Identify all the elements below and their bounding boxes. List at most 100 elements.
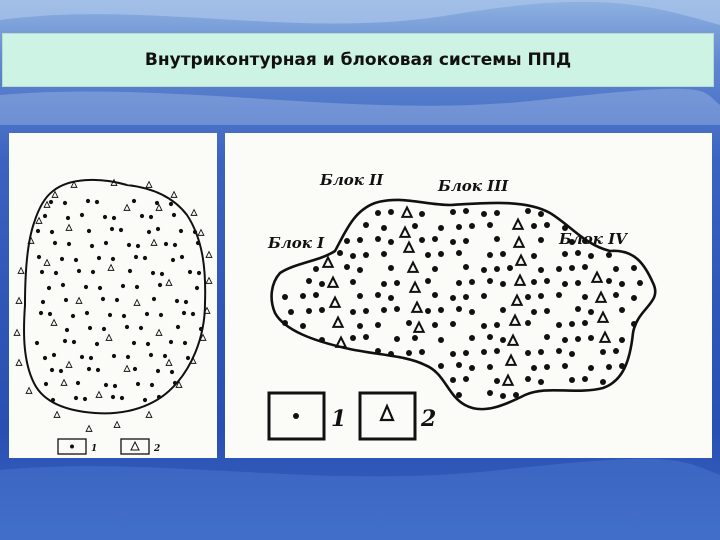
production-well-dot xyxy=(172,242,178,248)
production-well-dot xyxy=(438,225,444,231)
production-well-dot xyxy=(569,265,575,271)
production-well-dot xyxy=(456,250,462,256)
production-well-dot xyxy=(357,293,363,299)
production-well-dot xyxy=(150,270,156,276)
injection-well-triangle xyxy=(65,223,73,231)
production-well-dot xyxy=(525,294,531,300)
left-legend-1-label: 1 xyxy=(91,444,97,454)
production-well-dot xyxy=(42,355,48,361)
production-well-dot xyxy=(494,322,500,328)
injection-well-triangle xyxy=(331,315,345,328)
production-well-dot xyxy=(49,367,55,373)
production-well-dot xyxy=(494,378,500,384)
production-well-dot xyxy=(606,278,612,284)
production-well-dot xyxy=(132,366,138,372)
injection-well-triangle xyxy=(85,424,93,432)
production-well-dot xyxy=(90,269,96,275)
production-well-dot xyxy=(463,264,469,270)
production-well-dot xyxy=(381,281,387,287)
right-legend-2-label: 2 xyxy=(420,406,436,432)
injection-well-triangle xyxy=(145,180,153,188)
production-well-dot xyxy=(350,279,356,285)
injection-well-triangle xyxy=(506,333,520,346)
injection-well-triangle xyxy=(175,380,183,388)
production-well-dot xyxy=(500,251,506,257)
production-well-dot xyxy=(195,240,201,246)
production-well-dot xyxy=(450,351,456,357)
production-well-dot xyxy=(42,213,48,219)
production-well-dot xyxy=(375,322,381,328)
production-well-dot xyxy=(481,293,487,299)
production-well-dot xyxy=(159,271,165,277)
production-well-dot xyxy=(613,292,619,298)
injection-well-triangle xyxy=(155,203,163,211)
injection-well-triangle xyxy=(53,410,61,418)
production-well-dot xyxy=(86,228,92,234)
production-well-dot xyxy=(350,335,356,341)
production-well-dot xyxy=(357,267,363,273)
production-well-dot xyxy=(538,349,544,355)
injection-well-triangle xyxy=(408,280,422,293)
injection-well-triangle xyxy=(334,335,348,348)
production-well-dot xyxy=(171,212,177,218)
production-well-dot xyxy=(38,310,44,316)
production-well-dot xyxy=(481,211,487,217)
production-well-dot xyxy=(89,243,95,249)
injection-well-triangle xyxy=(205,250,213,258)
production-well-dot xyxy=(494,266,500,272)
production-well-dot xyxy=(124,324,130,330)
production-well-dot xyxy=(73,257,79,263)
injection-well-triangle xyxy=(165,358,173,366)
production-well-dot xyxy=(600,349,606,355)
production-well-dot xyxy=(456,224,462,230)
injection-well-triangle xyxy=(17,266,25,274)
production-well-dot xyxy=(531,253,537,259)
production-well-dot xyxy=(531,309,537,315)
production-well-dot xyxy=(582,238,588,244)
injection-well-triangle xyxy=(508,313,522,326)
production-well-dot xyxy=(525,320,531,326)
production-well-dot xyxy=(494,236,500,242)
injection-well-triangle xyxy=(150,238,158,246)
production-well-dot xyxy=(531,223,537,229)
production-well-dot xyxy=(588,335,594,341)
production-well-dot xyxy=(600,379,606,385)
production-well-dot xyxy=(120,283,126,289)
production-well-dot xyxy=(103,240,109,246)
production-well-dot xyxy=(388,265,394,271)
production-well-dot xyxy=(525,208,531,214)
injection-well-triangle xyxy=(35,216,43,224)
production-well-dot xyxy=(406,320,412,326)
production-well-dot xyxy=(569,239,575,245)
production-well-dot xyxy=(538,293,544,299)
injection-well-triangle xyxy=(170,190,178,198)
production-well-dot xyxy=(569,321,575,327)
production-well-dot xyxy=(375,292,381,298)
injection-well-triangle xyxy=(501,373,515,386)
injection-well-triangle xyxy=(590,270,604,283)
production-well-dot xyxy=(575,336,581,342)
production-well-dot xyxy=(344,238,350,244)
block-3-label: Блок III xyxy=(437,177,509,195)
production-well-dot xyxy=(52,240,58,246)
production-well-dot xyxy=(183,299,189,305)
production-well-dot xyxy=(111,353,117,359)
production-well-dot xyxy=(145,341,151,347)
production-well-dot xyxy=(588,253,594,259)
injection-well-triangle xyxy=(199,333,207,341)
production-well-dot xyxy=(494,348,500,354)
production-well-dot xyxy=(575,280,581,286)
injection-well-triangle xyxy=(511,217,525,230)
production-well-dot xyxy=(111,215,117,221)
production-well-dot xyxy=(562,225,568,231)
production-well-dot xyxy=(127,268,133,274)
injection-well-triangle xyxy=(326,275,340,288)
injection-well-triangle xyxy=(25,386,33,394)
production-well-dot xyxy=(131,198,137,204)
production-well-dot xyxy=(562,251,568,257)
production-well-dot xyxy=(432,266,438,272)
production-well-dot xyxy=(582,294,588,300)
production-well-dot xyxy=(456,362,462,368)
production-well-dot xyxy=(300,293,306,299)
injection-well-triangle xyxy=(400,205,414,218)
